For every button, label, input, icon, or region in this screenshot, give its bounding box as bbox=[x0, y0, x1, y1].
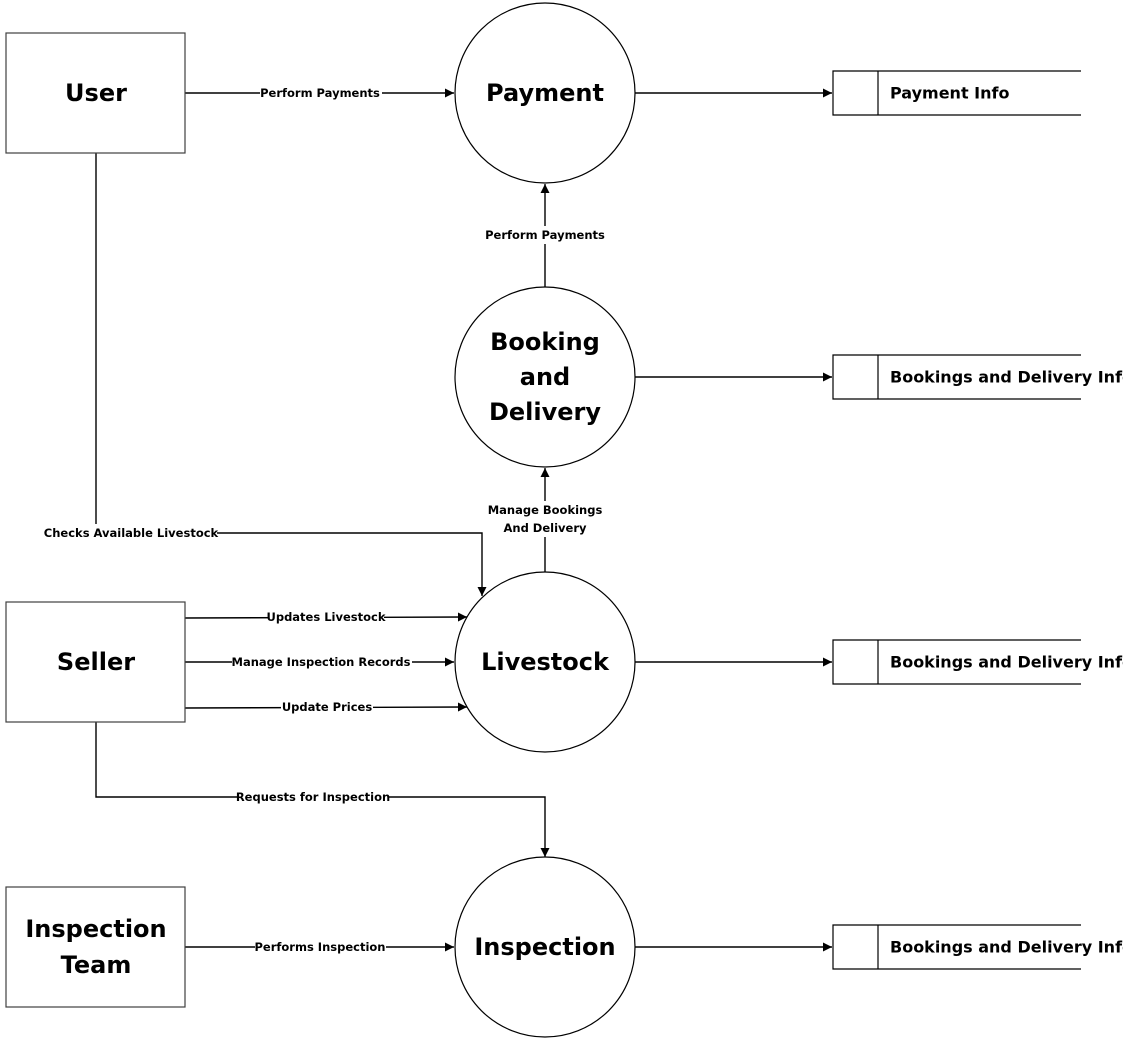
svg-text:Requests for Inspection: Requests for Inspection bbox=[236, 790, 390, 804]
process-booking-label-line2: and bbox=[520, 363, 570, 391]
store-bookings-delivery-info-1-label: Bookings and Delivery Info bbox=[890, 368, 1123, 387]
process-inspection: Inspection bbox=[454, 856, 636, 1038]
flow-label-requests-inspection: Requests for Inspection bbox=[236, 788, 390, 806]
entity-inspection-team: Inspection Team bbox=[5, 886, 186, 1008]
store-bookings-delivery-info-2-label: Bookings and Delivery Info bbox=[890, 653, 1123, 672]
entity-inspection-team-label-line2: Team bbox=[61, 951, 132, 979]
store-payment-info: Payment Info bbox=[832, 70, 1081, 116]
flow-label-user-livestock: Checks Available Livestock bbox=[44, 524, 219, 542]
svg-text:Updates Livestock: Updates Livestock bbox=[267, 610, 386, 624]
process-livestock-label: Livestock bbox=[481, 648, 610, 676]
entity-user-label: User bbox=[65, 79, 127, 107]
process-payment-label: Payment bbox=[486, 79, 604, 107]
store-bookings-delivery-info-3-label: Bookings and Delivery Info bbox=[890, 938, 1123, 957]
process-booking-delivery: Booking and Delivery bbox=[454, 286, 636, 468]
flow-label-update-prices: Update Prices bbox=[281, 699, 373, 716]
flow-label-livestock-booking-line1: Manage Bookings bbox=[488, 503, 603, 517]
entity-seller: Seller bbox=[5, 601, 186, 723]
store-bookings-delivery-info-2: Bookings and Delivery Info bbox=[832, 639, 1123, 685]
flow-user-livestock bbox=[95, 153, 487, 596]
store-bookings-delivery-info-1: Bookings and Delivery Info bbox=[832, 354, 1123, 400]
svg-text:Perform Payments: Perform Payments bbox=[485, 228, 605, 242]
flow-label-livestock-booking-line2: And Delivery bbox=[503, 521, 587, 535]
entity-seller-label: Seller bbox=[57, 648, 135, 676]
svg-text:Performs Inspection: Performs Inspection bbox=[255, 940, 386, 954]
process-livestock: Livestock bbox=[454, 571, 636, 753]
process-booking-label-line3: Delivery bbox=[489, 398, 601, 426]
svg-text:Checks Available Livestock: Checks Available Livestock bbox=[44, 526, 219, 540]
flow-label-performs-inspection: Performs Inspection bbox=[255, 938, 386, 956]
process-inspection-label: Inspection bbox=[474, 933, 615, 961]
flow-label-booking-payment: Perform Payments bbox=[483, 226, 607, 244]
flow-label-updates-livestock: Updates Livestock bbox=[267, 609, 386, 626]
svg-text:Update Prices: Update Prices bbox=[282, 700, 373, 714]
process-booking-label-line1: Booking bbox=[490, 328, 600, 356]
process-payment: Payment bbox=[454, 2, 636, 184]
flow-label-manage-inspection-records: Manage Inspection Records bbox=[232, 653, 412, 671]
entity-user: User bbox=[5, 32, 186, 154]
svg-text:Perform Payments: Perform Payments bbox=[260, 86, 380, 100]
store-payment-info-label: Payment Info bbox=[890, 84, 1009, 103]
flow-label-livestock-booking: Manage Bookings And Delivery bbox=[485, 501, 605, 537]
svg-text:Manage Inspection Records: Manage Inspection Records bbox=[232, 655, 411, 669]
flow-label-user-payment: Perform Payments bbox=[260, 84, 382, 101]
store-bookings-delivery-info-3: Bookings and Delivery Info bbox=[832, 924, 1123, 970]
entity-inspection-team-label-line1: Inspection bbox=[25, 915, 166, 943]
